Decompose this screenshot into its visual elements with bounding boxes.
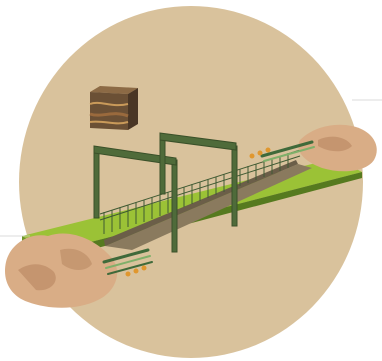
soil-block [90, 86, 138, 130]
